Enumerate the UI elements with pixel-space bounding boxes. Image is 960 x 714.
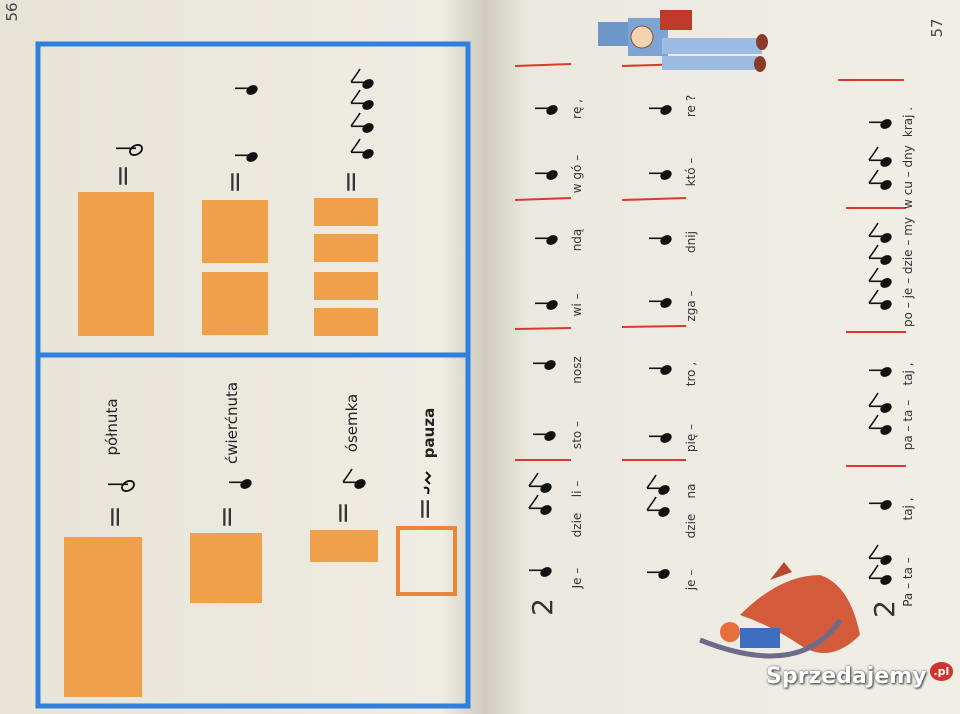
lyric-syllable: pię – [684,423,698,453]
eighth-note-symbol-1 [350,68,377,92]
rocking-horse-illustration [699,562,860,659]
row1-notes [528,103,560,579]
eighth-block-4 [314,308,378,336]
eighth-note-symbol-3 [350,112,377,136]
label-eighth-note: ósemka [343,393,361,453]
label-half-note: półnuta [103,398,121,456]
label-rest: pauza [420,407,438,459]
boy-illustration [598,10,768,72]
lyric-syllable: zga – [684,290,698,322]
lyric-syllable: Pa – ta – [901,557,915,607]
meter-row3: 2 [868,600,901,618]
equals-sign: = [106,164,139,188]
lyric-syllable: dnij [684,231,698,253]
half-note-block [78,192,154,336]
eighth-note-legend-symbol [342,468,369,492]
rest-symbol [423,471,432,495]
lyric-syllable: po – je – dzie – my [901,217,915,327]
watermark-suffix: .pl [929,661,954,681]
lyric-syllable: sto – [570,420,584,450]
page-number-left: 56 [3,2,21,22]
lyric-syllable: w gó – [570,154,584,194]
label-quarter-note: ćwierćnuta [223,381,241,465]
quarter-note-symbol-2 [235,150,260,164]
half-note-legend-symbol [107,477,137,495]
lyric-syllable: rę , [570,99,584,119]
lyric-syllable: pa – ta – [901,399,915,451]
quarter-note-symbol-1 [235,83,260,97]
lyric-syllable: Je – [570,567,584,589]
row2-notes [646,103,674,581]
eighth-note-symbol-4 [350,138,377,162]
bar-lines [514,63,906,467]
row3-notes [868,117,895,588]
lyric-syllable: tro , [684,361,698,387]
equals-sign: = [408,497,441,521]
eighth-block-3 [314,272,378,300]
equals-sign: = [334,170,367,194]
lyric-syllable: je – [684,569,698,591]
lyric-syllable: któ – [684,157,698,187]
eighth-block-legend [310,530,378,562]
rest-box [396,526,457,596]
eighth-block-1 [314,198,378,226]
half-note-block-legend [64,537,142,697]
equals-sign: = [98,505,131,529]
meter-row1: 2 [526,598,559,616]
lyric-syllable: taj , [901,362,915,386]
quarter-note-legend-symbol [229,477,254,491]
quarter-block-2 [202,272,268,335]
lyric-syllable: taj , [901,497,915,521]
eighth-note-symbol-2 [350,89,377,113]
quarter-block-1 [202,200,268,263]
half-note-symbol [115,141,145,159]
quarter-block-legend [190,533,262,603]
watermark-text: Sprzedajemy [766,664,927,689]
lyric-syllable: li – [570,480,584,498]
lyric-syllable: ndą [570,228,584,252]
watermark-logo: Sprzedajemy.pl [766,661,954,689]
eighth-block-2 [314,234,378,262]
lyric-syllable: re ? [684,94,698,118]
equals-sign: = [210,505,243,529]
lyric-syllable: na [684,483,698,499]
lyric-syllable: nosz [570,356,584,384]
legend-frame [35,41,471,709]
page-number-right: 57 [928,18,946,38]
lyric-syllable: wi – [570,293,584,317]
lyric-syllable: kraj . [901,106,915,138]
equals-sign: = [218,170,251,194]
lyric-syllable: w cu – dny [901,145,915,209]
equals-sign: = [326,501,359,525]
